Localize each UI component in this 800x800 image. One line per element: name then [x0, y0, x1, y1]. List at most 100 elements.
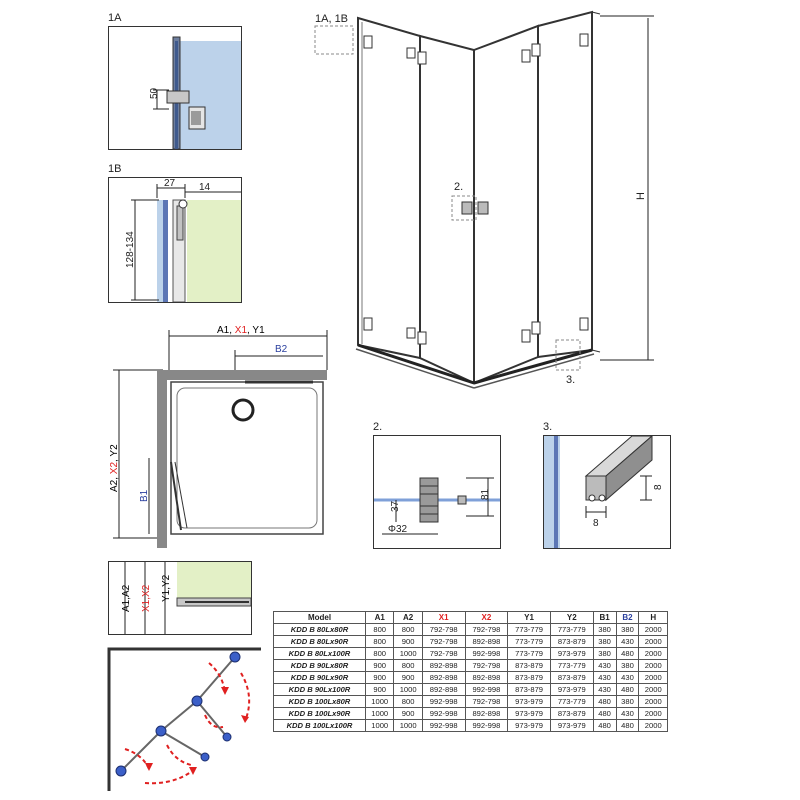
table-cell: 430 — [615, 671, 640, 684]
table-cell: 773-779 — [507, 647, 551, 660]
table-cell: 773-779 — [549, 659, 594, 672]
table-cell: 480 — [615, 683, 640, 696]
dim-x2: X2 — [109, 462, 120, 475]
table-cell-model: KDD B 90Lx100R — [273, 683, 366, 696]
table-cell: 380 — [615, 695, 640, 708]
table-cell: 992-998 — [421, 707, 466, 720]
table-cell: 973-979 — [507, 707, 551, 720]
table-cell: 480 — [615, 647, 640, 660]
wall-section-detail: A1,A2 X1,X2 Y1,Y2 — [108, 561, 252, 635]
table-cell: 380 — [592, 647, 617, 660]
table-cell: 973-979 — [507, 719, 551, 732]
table-cell: 973-979 — [549, 683, 594, 696]
table-cell-model: KDD B 80Lx80R — [273, 623, 366, 636]
shower-enclosure-3d: 1A, 1B 2. 3. H — [314, 10, 654, 389]
detail-3-drawing: 8 8 — [544, 436, 664, 548]
dim-x1-x2: X1,X2 — [141, 584, 152, 612]
callout-1a-1b: 1A, 1B — [315, 13, 348, 25]
detail-2-label: 2. — [373, 421, 383, 433]
dim-b1: B1 — [139, 489, 150, 502]
detail-1b: 27 14 128-134 — [108, 177, 242, 303]
table-cell: 2000 — [638, 707, 668, 720]
table-cell-model: KDD B 90Lx90R — [273, 671, 366, 684]
table-cell: 873-879 — [549, 635, 594, 648]
table-cell: 892-898 — [464, 671, 509, 684]
table-cell: 800 — [364, 635, 395, 648]
table-cell: 792-798 — [464, 623, 509, 636]
dim-8-right: 8 — [653, 484, 664, 490]
table-cell: 800 — [364, 647, 395, 660]
table-cell: 430 — [615, 707, 640, 720]
table-cell: 992-998 — [421, 719, 466, 732]
table-cell: 380 — [615, 623, 640, 636]
table-cell-model: KDD B 100Lx100R — [273, 719, 366, 732]
table-cell: 2000 — [638, 623, 668, 636]
table-cell: 900 — [393, 635, 423, 648]
dim-left-label: A2, X2, Y2 — [109, 444, 120, 492]
table-cell: 1000 — [364, 695, 395, 708]
table-header-row: Model A1 A2 X1 X2 Y1 Y2 B1 B2 H — [273, 611, 668, 624]
table-cell: 892-898 — [464, 635, 509, 648]
table-cell: 430 — [592, 671, 617, 684]
dim-50: 50 — [149, 87, 160, 99]
table-cell: 2000 — [638, 683, 668, 696]
table-cell: 900 — [364, 659, 395, 672]
detail-1b-label: 1B — [108, 163, 122, 175]
table-head: Model A1 A2 X1 X2 Y1 Y2 B1 B2 H — [273, 611, 668, 624]
table-cell: 873-879 — [507, 671, 551, 684]
header-a2: A2 — [393, 611, 423, 624]
table-cell: 892-898 — [421, 671, 466, 684]
dim-a1: A1, — [217, 325, 235, 336]
table-cell-model: KDD B 100Lx80R — [273, 695, 366, 708]
detail-2: 81 37 Φ32 — [373, 435, 501, 549]
table-cell: 973-979 — [549, 647, 594, 660]
dim-x1: X1 — [235, 325, 248, 336]
table-cell: 1000 — [393, 683, 423, 696]
table-cell: 892-898 — [421, 683, 466, 696]
detail-3-label: 3. — [543, 421, 553, 433]
table-cell: 992-998 — [464, 647, 509, 660]
detail-1a: 50 — [108, 26, 242, 150]
table-cell: 973-979 — [507, 695, 551, 708]
dim-a2: A2, — [109, 474, 120, 492]
header-h: H — [638, 611, 668, 624]
table-cell: 2000 — [638, 671, 668, 684]
table-cell: 873-879 — [549, 707, 594, 720]
detail-2-drawing: 81 37 Φ32 — [374, 477, 500, 535]
detail-3: 8 8 — [543, 435, 671, 549]
table-cell: 480 — [592, 695, 617, 708]
table-cell: 800 — [393, 623, 423, 636]
dim-b2: B2 — [275, 344, 288, 355]
table-cell: 873-879 — [507, 683, 551, 696]
table-cell-model: KDD B 80Lx90R — [273, 635, 366, 648]
table-cell: 800 — [393, 695, 423, 708]
table-cell: 1000 — [364, 707, 395, 720]
header-x2: X2 — [464, 611, 509, 624]
table-cell-model: KDD B 90Lx80R — [273, 659, 366, 672]
dim-y1-y2: Y1,Y2 — [161, 574, 172, 602]
table-cell: 792-798 — [464, 659, 509, 672]
dim-y2: , Y2 — [109, 444, 120, 462]
table-cell: 380 — [592, 623, 617, 636]
table-cell: 1000 — [393, 719, 423, 732]
dim-8-bottom: 8 — [593, 518, 599, 529]
table-cell: 900 — [364, 671, 395, 684]
table-cell: 800 — [364, 623, 395, 636]
table-cell: 2000 — [638, 659, 668, 672]
detail-1b-drawing: 27 14 128-134 — [125, 178, 241, 302]
table-cell: 992-998 — [421, 695, 466, 708]
dim-37: 37 — [390, 500, 401, 512]
table-cell: 2000 — [638, 635, 668, 648]
table-cell: 773-779 — [507, 635, 551, 648]
table-cell: 430 — [615, 635, 640, 648]
header-model: Model — [273, 611, 366, 624]
table-cell: 2000 — [638, 695, 668, 708]
table-cell: 873-879 — [549, 671, 594, 684]
